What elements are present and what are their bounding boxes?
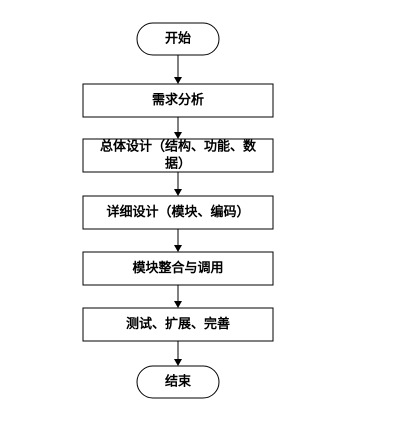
step-requirements-analysis: 需求分析 xyxy=(82,83,274,118)
step-label-line-1: 总体设计（结构、功能、数 xyxy=(100,139,257,155)
step-overall-design: 总体设计（结构、功能、数 据） xyxy=(82,138,274,173)
step-testing-extension: 测试、扩展、完善 xyxy=(82,307,274,342)
end-terminal-shape xyxy=(136,365,220,399)
process-box xyxy=(82,307,274,342)
connector-testing-to-end xyxy=(174,341,182,366)
step-label: 需求分析 xyxy=(152,92,204,108)
process-box xyxy=(82,195,274,230)
process-box xyxy=(82,251,274,286)
step-label: 测试、扩展、完善 xyxy=(126,316,230,332)
start-node: 开始 xyxy=(136,22,220,56)
connector-integration-to-testing xyxy=(174,285,182,308)
step-label-line-2: 据） xyxy=(165,156,191,172)
arrow-down-icon xyxy=(174,132,182,139)
arrow-down-icon xyxy=(174,189,182,196)
arrow-down-icon xyxy=(174,245,182,252)
arrow-down-icon xyxy=(174,301,182,308)
arrow-down-icon xyxy=(174,77,182,84)
step-label: 详细设计（模块、编码） xyxy=(106,204,249,220)
end-label: 结束 xyxy=(165,374,192,390)
connector-start-to-requirements xyxy=(174,55,182,84)
connector-overall-to-detailed-design xyxy=(174,172,182,196)
step-detailed-design: 详细设计（模块、编码） xyxy=(82,195,274,230)
step-label: 模块整合与调用 xyxy=(132,260,223,276)
arrow-down-icon xyxy=(174,359,182,366)
connector-requirements-to-overall-design xyxy=(174,117,182,139)
start-label: 开始 xyxy=(165,31,191,47)
process-box xyxy=(82,83,274,118)
connector-detailed-design-to-integration xyxy=(174,229,182,252)
step-module-integration: 模块整合与调用 xyxy=(82,251,274,286)
end-node: 结束 xyxy=(136,365,220,399)
